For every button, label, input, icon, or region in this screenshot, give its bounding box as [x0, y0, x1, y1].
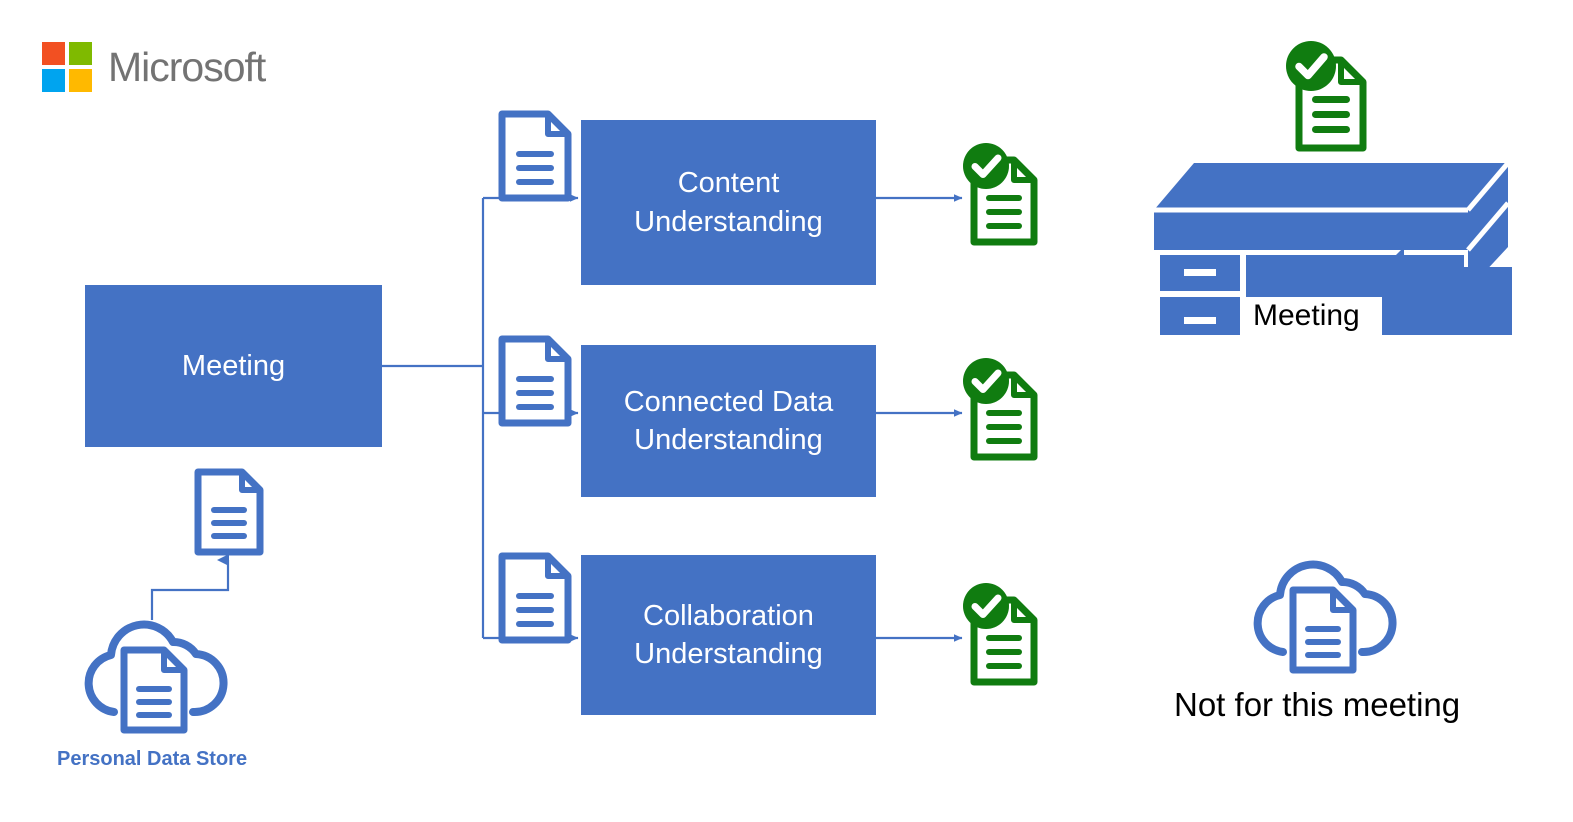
store-uploaded-document-icon [192, 466, 266, 558]
meeting-source-box[interactable]: Meeting [85, 285, 382, 447]
personal-data-store-icon [78, 612, 230, 734]
logo-square-green [69, 42, 92, 65]
process-box-label-line1: Connected Data [623, 385, 834, 418]
input-document-icon-3 [496, 550, 574, 646]
microsoft-logo: Microsoft [42, 42, 266, 92]
meeting-desk-document-checked-icon [1281, 38, 1371, 156]
process-box-label-line1: Collaboration [643, 599, 814, 632]
process-box-label-line2: Understanding [634, 638, 823, 670]
connector-meeting-to-trunk [382, 198, 485, 638]
process-box-collaboration-understanding[interactable]: Collaboration Understanding [581, 555, 876, 715]
input-document-icon-1 [496, 108, 574, 204]
logo-square-yellow [69, 69, 92, 92]
meeting-outcome-label: Meeting [1253, 299, 1360, 332]
personal-data-store-label: Personal Data Store [57, 748, 248, 770]
check-badge-icon [1286, 41, 1336, 91]
output-document-checked-icon-2 [958, 355, 1042, 465]
logo-square-red [42, 42, 65, 65]
connector-store-to-document [150, 554, 230, 620]
meeting-source-label: Meeting [181, 349, 286, 382]
process-box-label-line2: Understanding [634, 205, 823, 238]
logo-square-blue [42, 69, 65, 92]
process-box-label-line1: Content [677, 167, 780, 200]
input-document-icon-2 [496, 333, 574, 429]
process-box-content-understanding[interactable]: Content Understanding [581, 120, 876, 285]
not-for-this-meeting-icon [1247, 552, 1399, 674]
process-box-label-line2: Understanding [634, 424, 823, 456]
output-document-checked-icon-1 [958, 140, 1042, 250]
output-document-checked-icon-3 [958, 580, 1042, 690]
not-for-this-meeting-label: Not for this meeting [1174, 686, 1461, 723]
microsoft-wordmark: Microsoft [108, 43, 266, 90]
cloud-outline [84, 620, 228, 717]
microsoft-logo-squares [42, 42, 92, 92]
process-box-connected-data-understanding[interactable]: Connected Data Understanding [581, 345, 876, 497]
cloud-outline [1253, 560, 1397, 657]
